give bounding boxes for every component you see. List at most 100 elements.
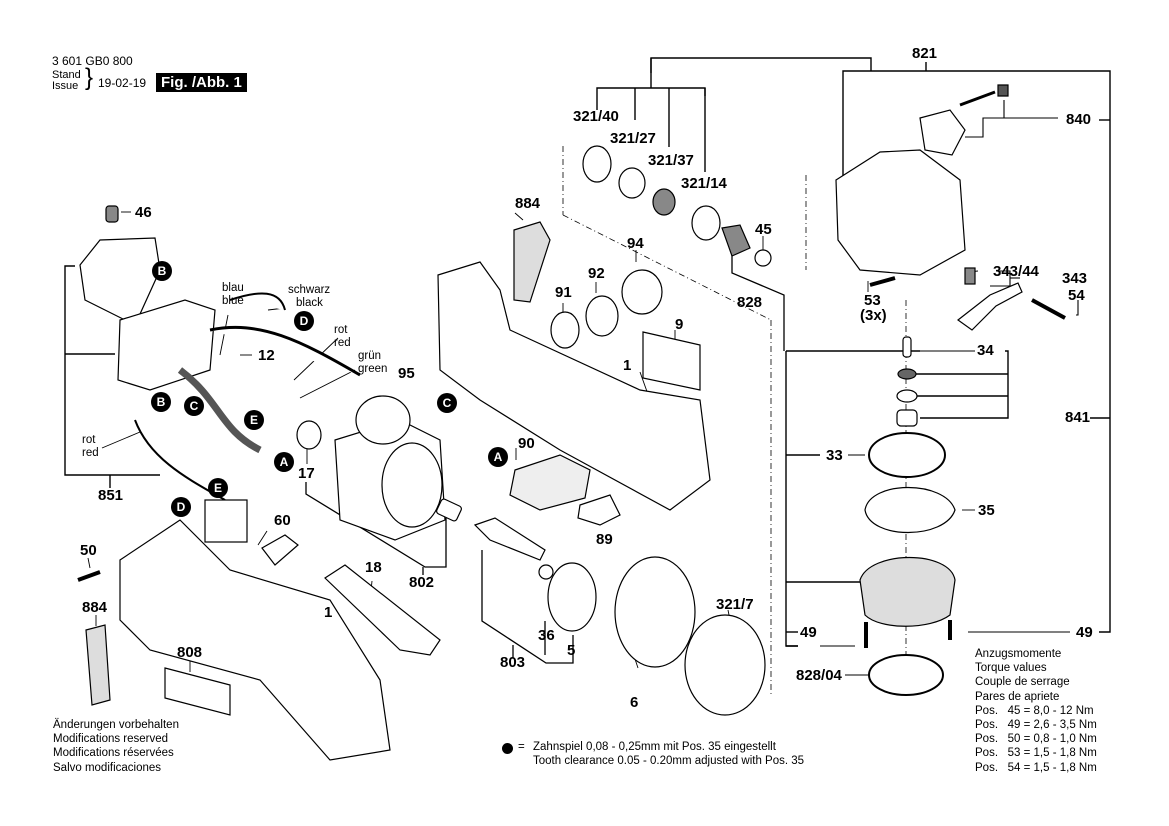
part-label-49-right: 49 (1076, 624, 1093, 641)
part-label-1-housing: 1 (623, 357, 632, 374)
torque-value: = 2,6 - 3,5 Nm (1023, 719, 1097, 732)
part-label-321-37: 321/37 (648, 152, 694, 169)
torque-value: = 1,5 - 1,8 Nm (1023, 747, 1097, 760)
wire-label-blue: blau blue (222, 282, 244, 308)
connector-badge-a-right: A (488, 447, 508, 467)
part-label-821: 821 (912, 45, 938, 62)
connector-badge-c-right: C (437, 393, 457, 413)
part-label-60: 60 (274, 512, 291, 529)
wire-label-red-top-en: red (334, 337, 351, 349)
brace-glyph: } (85, 64, 94, 91)
retainer-321-7 (684, 614, 766, 716)
gasket-35 (864, 486, 956, 534)
bracket-803 (481, 550, 574, 664)
part-label-17: 17 (298, 465, 315, 482)
bush-841 (896, 409, 918, 427)
label-plate-9 (642, 331, 701, 391)
connector-badge-e-top: E (244, 410, 264, 430)
coupling (436, 498, 462, 522)
modifications-note-fr: Modifications réservées (53, 747, 174, 760)
part-label-343-44: 343/44 (993, 263, 1039, 280)
part-label-89: 89 (596, 531, 613, 548)
torque-title-de: Anzugsmomente (975, 648, 1062, 660)
figure-label: Fig. /Abb. 1 (156, 73, 247, 92)
part-label-1-handle: 1 (324, 604, 333, 621)
legend-text-en: Tooth clearance 0.05 - 0.20mm adjusted w… (533, 755, 805, 768)
wire-label-black: schwarz black (288, 284, 330, 310)
part-label-95: 95 (398, 365, 415, 382)
ring-17 (296, 420, 322, 450)
ring-321-27 (618, 167, 646, 199)
screw-54 (1031, 298, 1066, 320)
washer-36 (538, 564, 554, 580)
bracket-828 (731, 254, 785, 351)
part-label-840: 840 (1066, 111, 1092, 128)
legend-text: Zahnspiel 0,08 - 0,25mm mit Pos. 35 eing… (533, 740, 804, 768)
screw-50 (77, 570, 101, 582)
connector-badge-e-bottom: E (208, 478, 228, 498)
connector-badge-b-top: B (152, 261, 172, 281)
gear-head-cover (835, 149, 966, 276)
gear-5 (547, 562, 597, 632)
leader-840 (965, 100, 1058, 138)
bracket-321-group (596, 57, 872, 172)
wire-label-black-de: schwarz (288, 284, 331, 296)
issue-label: Issue (52, 80, 79, 92)
torque-row: Pos. 54 = 1,5 - 1,8 Nm (975, 761, 1097, 775)
torque-pos-label: Pos. (975, 719, 999, 732)
modifications-note: Änderungen vorbehalten Modifications res… (53, 718, 179, 775)
stand-issue-labels: Stand Issue (52, 70, 81, 92)
cap-95 (355, 395, 411, 445)
part-label-321-40: 321/40 (573, 108, 619, 125)
bracket-851 (64, 265, 160, 488)
issue-date: 19-02-19 (98, 76, 147, 90)
modifications-note-de: Änderungen vorbehalten (53, 719, 179, 731)
black-wire (229, 292, 286, 311)
part-label-343: 343 (1062, 270, 1088, 287)
part-89 (577, 494, 621, 526)
vent-cover-884-top (513, 221, 551, 303)
wire-label-black-en: black (296, 297, 323, 309)
bearing-plate-6 (614, 556, 696, 668)
handle-housing (119, 519, 391, 761)
torque-title-fr: Couple de serrage (975, 676, 1070, 689)
part-label-12: 12 (258, 347, 275, 364)
screw-53 (869, 276, 896, 287)
wire-label-blue-de: blau (222, 282, 244, 294)
seal-841-b (896, 389, 918, 403)
part-label-53-qty: (3x) (860, 307, 887, 324)
spring-840 (997, 84, 1009, 97)
part-label-45: 45 (755, 221, 772, 238)
o-ring-33 (868, 432, 946, 478)
pin-840 (959, 90, 996, 107)
part-label-808: 808 (177, 644, 203, 661)
electronics-module (117, 299, 216, 391)
part-label-802: 802 (409, 574, 435, 591)
part-outlines (77, 84, 1066, 761)
part-label-321-14: 321/14 (681, 175, 727, 192)
modifications-note-es: Salvo modificaciones (53, 761, 162, 774)
bearing-flange (859, 556, 956, 627)
torque-pos: 53 (1007, 747, 1021, 760)
part-label-91: 91 (555, 284, 572, 301)
torque-pos-label: Pos. (975, 747, 999, 760)
part-label-34: 34 (977, 342, 994, 359)
part-label-851: 851 (98, 487, 124, 504)
part-label-46: 46 (135, 204, 152, 221)
connector-badge-b-bottom: B (151, 392, 171, 412)
torque-row: Pos. 53 = 1,5 - 1,8 Nm (975, 746, 1097, 760)
torque-value: = 8,0 - 12 Nm (1023, 704, 1094, 717)
part-label-90: 90 (518, 435, 535, 452)
part-label-828: 828 (737, 294, 763, 311)
part-label-94: 94 (627, 235, 644, 252)
vent-cover-884-bottom (85, 624, 111, 706)
stand-label: Stand (52, 69, 81, 81)
connector-badge-d-bottom: D (171, 497, 191, 517)
lever-343 (956, 282, 1023, 331)
part-label-884-top: 884 (515, 195, 541, 212)
wire-label-blue-en: blue (222, 295, 244, 307)
cable-bundle (209, 325, 361, 377)
bracket-841-group (785, 350, 1009, 647)
part-label-18: 18 (365, 559, 382, 576)
torque-table: Anzugsmomente Torque values Couple de se… (975, 647, 1097, 775)
